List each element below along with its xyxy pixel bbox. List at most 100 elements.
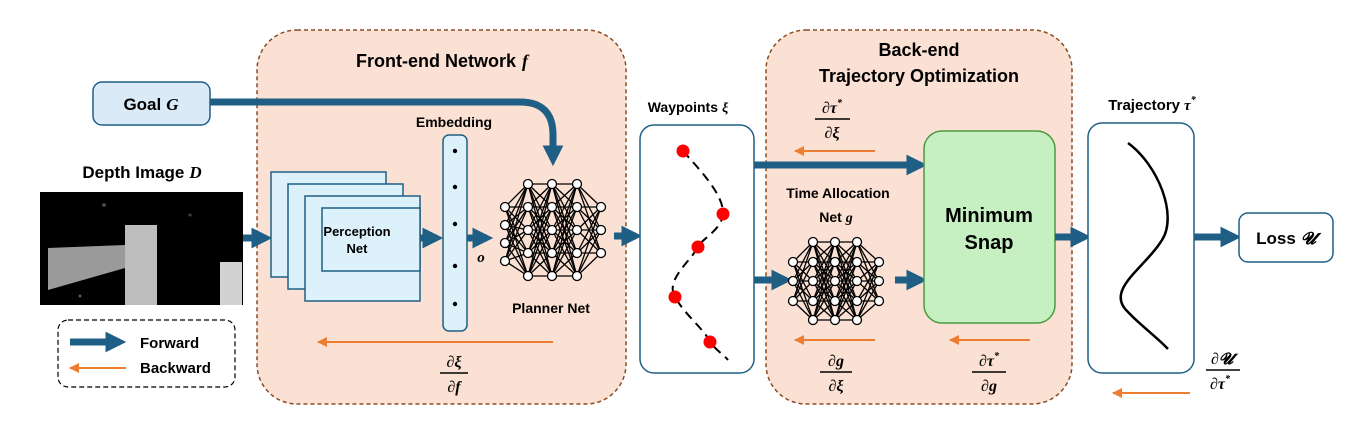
gradient-dtau-dxi-num-group: ∂τ*: [822, 98, 843, 117]
time-alloc-net-node: [873, 275, 885, 287]
planner-net-node: [546, 247, 558, 259]
planner-net-edge: [504, 206, 529, 262]
planner-net-edge: [527, 183, 553, 254]
time-alloc-net-node: [807, 275, 819, 287]
planner-net-edge: [504, 206, 529, 244]
loss-label: Loss: [1256, 229, 1296, 248]
gradient-dxi-df: ∂ξ ∂f: [440, 354, 468, 396]
depth-image: [40, 192, 243, 305]
planner-net-edge: [551, 183, 578, 231]
planner-net-node: [595, 201, 607, 213]
gradient-dU-dtau-sup: *: [1225, 374, 1231, 385]
planner-net-edge: [576, 206, 602, 231]
planner-net-edge: [504, 183, 529, 208]
planner-net-edge: [504, 183, 529, 244]
gradient-dU-dtau-den: ∂τ: [1210, 376, 1226, 393]
planner-net-node: [546, 201, 558, 213]
waypoints-symbol: ξ: [722, 101, 729, 116]
planner-net-edge: [504, 229, 529, 262]
waypoints-label: Waypoints: [648, 99, 718, 115]
minimum-snap-line2: Snap: [965, 232, 1014, 254]
legend-forward-label: Forward: [140, 335, 199, 352]
planner-net-edge: [551, 229, 578, 277]
planner-net-edge: [576, 206, 602, 254]
trajectory-box: [1087, 122, 1195, 374]
waypoint-3: [691, 240, 705, 254]
time-alloc-net-node: [851, 295, 863, 307]
time-alloc-net-node: [787, 275, 799, 287]
planner-net-node: [571, 201, 583, 213]
gradient-dg-dxi: ∂g ∂ξ: [820, 353, 852, 395]
depth-label: Depth Image: [82, 163, 184, 182]
waypoint-1: [676, 144, 690, 158]
planner-net-edge: [576, 183, 602, 208]
time-alloc-net-edge: [812, 241, 836, 282]
time-alloc-symbol: g: [845, 211, 853, 226]
time-alloc-net-node: [829, 236, 841, 248]
time-alloc-net-edge: [812, 241, 836, 302]
gradient-dU-dtau: ∂𝓤 ∂τ*: [1206, 351, 1240, 393]
planner-net-edge: [576, 252, 602, 277]
gradient-dtau-dg: ∂τ* ∂g: [972, 351, 1006, 395]
time-alloc-net-edge: [812, 241, 836, 321]
time-alloc-net-node: [787, 256, 799, 268]
gradient-dxi-df-den: ∂f: [447, 379, 462, 396]
planner-net-edge: [504, 183, 529, 262]
planner-net-node: [595, 224, 607, 236]
planner-net-edge: [576, 206, 602, 277]
time-alloc-net-edge: [834, 241, 858, 302]
gradient-dxi-df-num: ∂ξ: [446, 354, 462, 371]
embedding-dots: [452, 148, 458, 307]
gradient-dU-dtau-den-group: ∂τ*: [1210, 374, 1231, 393]
planner-net-node: [595, 247, 607, 259]
planner-net-node: [522, 224, 534, 236]
embedding-output-symbol: o: [477, 250, 485, 266]
perception-line2: Net: [347, 241, 369, 256]
gradient-dU-dtau-num: ∂𝓤: [1211, 351, 1239, 368]
time-alloc-net-edge: [834, 261, 858, 321]
time-alloc-net-node: [873, 256, 885, 268]
planner-net-node: [499, 201, 511, 213]
planner-net-edge: [527, 229, 553, 277]
planner-net-node: [522, 247, 534, 259]
planner-net-edge: [551, 252, 578, 277]
time-alloc-net-edge: [834, 241, 858, 282]
time-alloc-net-edge: [856, 261, 880, 302]
time-alloc-net-node: [851, 256, 863, 268]
depth-symbol: D: [188, 163, 201, 182]
time-alloc-net-node: [807, 295, 819, 307]
planner-net-edge: [551, 183, 578, 254]
planner-net-node: [522, 270, 534, 282]
time-alloc-net-edge: [792, 261, 814, 302]
time-alloc-net-node: [807, 314, 819, 326]
time-alloc-net: [787, 236, 885, 326]
time-alloc-net-edge: [792, 241, 814, 302]
time-alloc-net-node: [829, 295, 841, 307]
waypoints-path: [671, 150, 729, 361]
waypoint-2: [716, 207, 730, 221]
goal-label: Goal: [123, 95, 161, 114]
planner-net-edge: [527, 206, 553, 277]
planner-net-edge: [504, 183, 529, 226]
planner-net-node: [571, 270, 583, 282]
back-end-title-line1: Back-end: [878, 40, 959, 60]
time-alloc-net-node: [851, 314, 863, 326]
minimum-snap-line1: Minimum: [945, 205, 1033, 227]
time-alloc-net-node: [829, 275, 841, 287]
planner-net-node: [522, 201, 534, 213]
gradient-dtau-dg-sup: *: [994, 351, 1000, 362]
gradient-dtau-dxi-den: ∂ξ: [824, 125, 840, 142]
gradient-dtau-dxi-sup: *: [837, 98, 843, 109]
planner-net-node: [571, 178, 583, 190]
gradient-dtau-dxi-num: ∂τ: [822, 100, 838, 117]
trajectory-sup: *: [1191, 95, 1197, 106]
embedding-vector: [442, 134, 468, 332]
loss-box: [1238, 212, 1334, 263]
time-alloc-net-edge: [812, 261, 836, 321]
